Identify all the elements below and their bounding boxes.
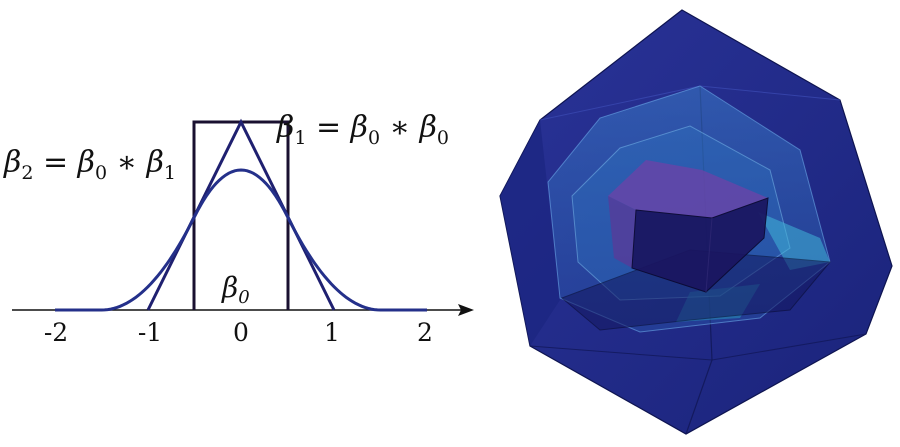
beta2-spline-curve [55,168,427,312]
tick-label-neg2: -2 [44,318,68,347]
inner-cube-left [608,196,636,268]
nested-polyhedra-render [499,9,893,435]
tick-label-neg1: -1 [138,318,162,347]
tick-label-1: 1 [324,318,340,347]
inner-cube-edge [705,217,713,293]
inner-cube-top [608,160,768,218]
bspline-plot: -2 -1 0 1 2 β0 β1 = β0 ∗ β0 β2 = β0 ∗ β1 [3,110,474,347]
beta2-equation: β2 = β0 ∗ β1 [3,145,176,184]
outer-edge-lower [529,333,867,361]
tick-label-2: 2 [417,318,433,347]
x-axis-arrowhead [458,304,474,316]
outer-left-face [500,120,560,346]
tick-label-0: 0 [233,318,249,347]
beta0-box-curve [192,120,290,310]
beta1-hat-curve [146,118,336,311]
beta0-label: β0 [221,271,250,308]
beta1-equation: β1 = β0 ∗ β0 [276,110,449,149]
cyan-highlight [758,212,830,270]
